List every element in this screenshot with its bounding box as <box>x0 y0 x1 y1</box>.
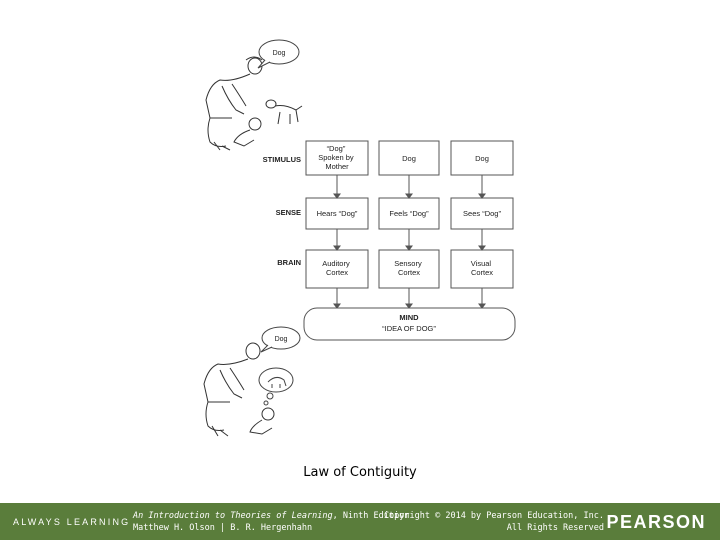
sense-text-3: Sees “Dog” <box>463 209 501 218</box>
stimulus-text-3: Dog <box>475 154 489 163</box>
copyright-line: Copyright © 2014 by Pearson Education, I… <box>383 511 604 521</box>
bottom-speech-text: Dog <box>275 336 288 343</box>
sense-text-2: Feels “Dog” <box>389 209 429 218</box>
copyright-notice: Copyright © 2014 by Pearson Education, I… <box>384 510 604 534</box>
pearson-logo: PEARSON <box>606 512 706 532</box>
stimulus-box-1 <box>305 140 369 176</box>
stimulus-text-2: Dog <box>402 154 416 163</box>
brain-text-2: Sensory Cortex <box>394 259 424 277</box>
top-child-figure <box>233 117 262 147</box>
law-of-contiguity-diagram: Dog STIMULUS SENSE BRAIN “Dog” Spoken by… <box>203 39 516 437</box>
bottom-mother-figure <box>203 342 261 437</box>
caption: Law of Contiguity <box>303 465 417 480</box>
sense-box-2 <box>378 197 440 230</box>
thought-bubble <box>258 367 294 406</box>
mind-title: MIND <box>399 313 419 322</box>
book-authors: Matthew H. Olson | B. R. Hergenhahn <box>133 523 313 533</box>
bottom-speech-bubble: Dog <box>260 326 301 353</box>
row-label-sense: SENSE <box>276 208 301 217</box>
mind-box <box>303 307 516 341</box>
flow-arrows <box>333 175 486 309</box>
footer-bar: ALWAYS LEARNING An Introduction to Theor… <box>0 503 720 540</box>
row-label-stimulus: STIMULUS <box>263 155 301 164</box>
brain-text-1: Auditory Cortex <box>322 259 352 277</box>
top-mother-figure <box>205 56 263 151</box>
book-citation: An Introduction to Theories of Learning,… <box>133 510 409 534</box>
stimulus-box-3 <box>450 140 514 176</box>
brain-box-1 <box>305 249 369 289</box>
row-label-brain: BRAIN <box>277 258 301 267</box>
brain-box-3 <box>450 249 514 289</box>
rights-line: All Rights Reserved <box>506 523 604 533</box>
top-speech-bubble: Dog <box>257 39 300 69</box>
top-speech-text: Dog <box>273 50 286 57</box>
always-learning-label: ALWAYS LEARNING <box>13 517 131 527</box>
top-dog-figure <box>265 99 303 125</box>
sense-text-1: Hears “Dog” <box>317 209 358 218</box>
brain-text-3: Visual Cortex <box>471 259 493 277</box>
book-edition: , Ninth Edition <box>332 511 410 521</box>
book-title: An Introduction to Theories of Learning <box>133 511 333 521</box>
stimulus-text-1: “Dog” Spoken by Mother <box>318 144 356 171</box>
mind-subtitle: “IDEA OF DOG” <box>382 324 436 333</box>
bottom-child-figure <box>249 407 275 435</box>
